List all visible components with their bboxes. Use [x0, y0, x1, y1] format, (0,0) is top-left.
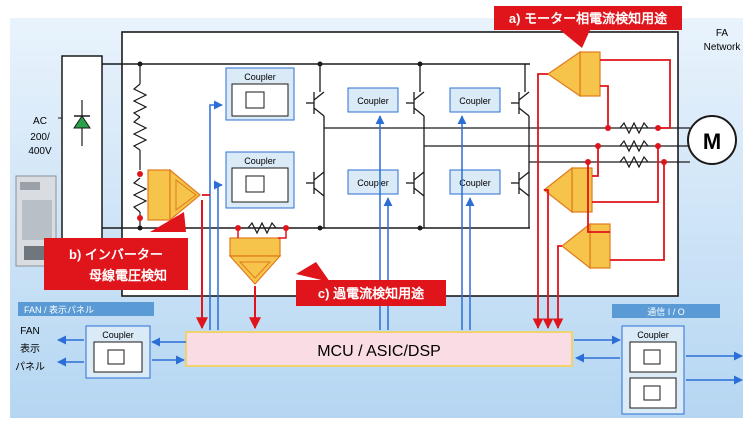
coupler-label: Coupler	[459, 178, 491, 188]
left-io-arrows	[57, 335, 186, 367]
coupler-w-upper: Coupler	[449, 87, 501, 113]
coupler-label: Coupler	[459, 96, 491, 106]
coupler-gate-lower: Coupler	[225, 151, 295, 209]
amp-bus-voltage	[147, 168, 201, 222]
mcu-label: MCU / ASIC/DSP	[317, 343, 441, 360]
coupler-label: Coupler	[357, 178, 389, 188]
motor-label: M	[703, 129, 721, 154]
fan-panel-header	[18, 302, 154, 316]
callout-b-line2: 母線電圧検知	[89, 268, 167, 283]
igbt-leg-u	[306, 64, 325, 228]
shunt-resistor-icon	[619, 121, 649, 135]
resistor-icon	[132, 116, 148, 151]
mcu-block	[185, 331, 573, 367]
coupler-comm-io: Coupler	[621, 325, 685, 415]
shunt-resistor-icon	[619, 155, 649, 169]
motor-icon	[687, 115, 737, 165]
coupler-v-upper: Coupler	[347, 87, 399, 113]
comm-io-label: 通信 I / O	[647, 306, 685, 317]
shunt-resistor-icon	[247, 221, 277, 235]
coupler-label: Coupler	[244, 156, 276, 166]
callout-b-line1: b) インバーター	[69, 247, 163, 262]
network-label: Network	[704, 42, 742, 53]
igbt-leg-v	[406, 64, 425, 228]
shunt-resistor-icon	[619, 139, 649, 153]
left-io-display: 表示	[20, 342, 40, 355]
coupler-w-lower: Coupler	[449, 169, 501, 195]
bus-node	[417, 225, 423, 231]
coupler-gate-upper: Coupler	[225, 67, 295, 121]
callout-b: b) インバーター 母線電圧検知	[44, 212, 188, 290]
callout-c: c) 過電流検知用途	[296, 262, 446, 306]
callout-c-text: c) 過電流検知用途	[318, 286, 425, 301]
comm-io-header	[612, 304, 720, 318]
amp-phase-v	[543, 166, 593, 214]
rectifier-block	[61, 55, 103, 271]
amp-overcurrent	[228, 237, 282, 285]
coupler-label: Coupler	[637, 330, 669, 340]
callout-a: a) モーター相電流検知用途	[494, 6, 682, 48]
fan-panel-label: FAN / 表示パネル	[24, 304, 94, 315]
coupler-label: Coupler	[102, 330, 134, 340]
resistor-icon	[132, 83, 148, 118]
ac-voltage-1: 200/	[30, 132, 50, 143]
callout-a-text: a) モーター相電流検知用途	[509, 11, 668, 26]
igbt-leg-w	[511, 64, 530, 228]
bus-node	[317, 225, 323, 231]
coupler-label: Coupler	[357, 96, 389, 106]
left-io-panel: パネル	[15, 361, 45, 373]
sense-node	[137, 171, 143, 177]
amp-phase-u	[546, 50, 601, 98]
resistor-icon	[132, 177, 148, 213]
sense-node	[137, 215, 143, 221]
coupler-left-io: Coupler	[85, 325, 151, 379]
phase-current-wires	[532, 59, 671, 330]
amp-phase-w	[561, 222, 611, 270]
comm-io-arrows	[574, 335, 743, 385]
fa-label: FA	[716, 28, 729, 39]
ac-voltage-2: 400V	[28, 146, 52, 157]
ac-label: AC	[33, 116, 47, 127]
coupler-v-lower: Coupler	[347, 169, 399, 195]
diode-icon	[73, 115, 91, 129]
coupler-label: Coupler	[244, 72, 276, 82]
left-io-fan: FAN	[20, 326, 39, 337]
